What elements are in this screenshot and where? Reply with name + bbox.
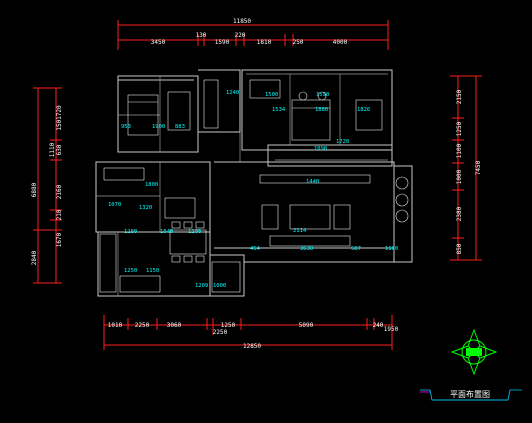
furniture [99, 79, 409, 293]
room-label: 1040 [160, 229, 173, 235]
top-dim-7: 4000 [333, 39, 348, 46]
floor-plan-walls [95, 69, 413, 297]
room-label: 883 [175, 124, 185, 130]
room-label: 1900 [152, 124, 165, 130]
bottom-dimension-chain: 1010 2250 3060 1250 5090 240 1950 2250 1… [103, 315, 399, 350]
right-dim-3: 1100 [456, 143, 463, 158]
bottom-dim-1: 1010 [108, 322, 123, 329]
left-dim-2: 1501720 [56, 105, 63, 131]
top-dim-2: 130 [196, 32, 207, 39]
left-lower-dim: 2840 [31, 250, 38, 265]
left-dim-3: 630 [56, 144, 63, 155]
room-label: 3630 [300, 246, 313, 252]
room-label: 1090 [314, 146, 327, 152]
room-label: 1200 [188, 229, 201, 235]
room-labels: 1900 953 883 1240 1500 1534 1590 1826 18… [108, 90, 398, 289]
left-dim-5: 210 [56, 209, 63, 220]
right-dimension-chain: 7450 2150 1250 1100 1000 2380 850 [450, 75, 482, 261]
left-dim-4: 2160 [56, 184, 63, 199]
left-dimension-chain: 6880 2840 1110 1501720 630 2160 210 1670 [31, 87, 63, 284]
bottom-overall-dim: 12850 [243, 343, 261, 350]
bottom-dim-extra: 2250 [213, 329, 228, 336]
room-label: 587 [351, 246, 361, 252]
right-overall-dim: 7450 [475, 160, 482, 175]
room-label: 1534 [272, 107, 286, 113]
room-label: 1826 [357, 107, 370, 113]
room-label: 1280 [124, 229, 137, 235]
room-label: 1070 [108, 202, 121, 208]
bottom-dim-2: 2250 [135, 322, 150, 329]
room-label: 454 [250, 246, 261, 252]
right-dim-6: 850 [456, 243, 463, 254]
room-label: 1880 [315, 107, 328, 113]
room-label: 1240 [226, 90, 239, 96]
bottom-dim-6: 240 [373, 322, 384, 329]
left-overall-dim: 6880 [31, 182, 38, 197]
top-overall-dim: 11850 [233, 18, 251, 25]
right-dim-1: 2150 [456, 89, 463, 104]
room-label: 1150 [146, 268, 159, 274]
top-dim-3: 1590 [215, 39, 230, 46]
room-label: 1590 [316, 92, 329, 98]
right-dim-2: 1250 [456, 121, 463, 136]
right-dim-4: 1000 [456, 169, 463, 184]
left-dim-6: 1670 [56, 232, 63, 247]
drawing-title-block: 平面布置图 [420, 389, 522, 401]
top-dim-4: 220 [235, 32, 246, 39]
top-dim-5: 1810 [257, 39, 272, 46]
bottom-dim-7: 1950 [384, 326, 399, 333]
right-dim-5: 2380 [456, 206, 463, 221]
room-label: 1209 [195, 283, 208, 289]
room-label: 1440 [306, 179, 319, 185]
bottom-dim-4: 1250 [221, 322, 236, 329]
room-label: 1800 [145, 182, 158, 188]
drawing-title: 平面布置图 [450, 389, 490, 399]
room-label: 1320 [139, 205, 152, 211]
top-dimension-chain: 11850 3450 130 1590 220 1810 250 4000 [117, 18, 389, 50]
left-dim-1: 1110 [49, 142, 56, 157]
room-label: 1720 [336, 139, 349, 145]
room-label: 1100 [385, 246, 398, 252]
bottom-dim-3: 3060 [167, 322, 182, 329]
compass-rose-icon [450, 328, 498, 376]
room-label: 1500 [265, 92, 278, 98]
top-dim-6: 250 [293, 39, 304, 46]
room-label: 1000 [213, 283, 226, 289]
room-label: 1250 [124, 268, 137, 274]
room-label: 2114 [293, 228, 307, 234]
room-label: 953 [121, 124, 131, 130]
bottom-dim-5: 5090 [299, 322, 314, 329]
top-dim-1: 3450 [151, 39, 166, 46]
